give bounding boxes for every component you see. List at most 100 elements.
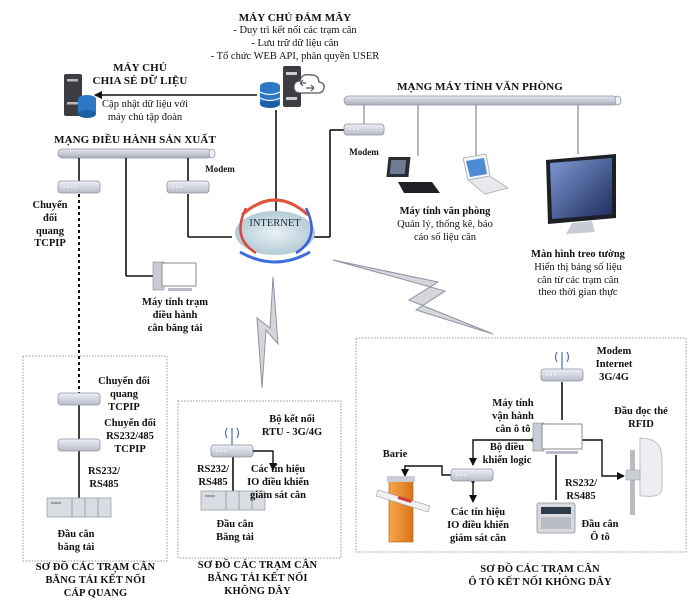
rfid-reader-icon — [625, 437, 663, 515]
office-network-title: MẠNG MÁY TÍNH VĂN PHÒNG — [397, 81, 563, 93]
truck-io-label: Các tín hiệu IO điều khiển giám sát cân — [438, 507, 518, 545]
label-line: RS232/ — [196, 464, 230, 475]
label-line: TCPIP — [114, 443, 146, 455]
label-line: điều hành — [152, 309, 198, 321]
label-line: Băng tải — [216, 531, 254, 543]
truck-pc-label: Máy tính vận hành cân ô tô — [483, 398, 543, 436]
label-line: Hiển thị bảng số liệu — [534, 261, 622, 273]
truck-pc-icon — [532, 422, 583, 454]
label-line: RFID — [628, 418, 654, 430]
station-pc-label: Máy tính trạm điều hành cân băng tải — [130, 297, 220, 335]
label-line: Đầu cân — [57, 529, 95, 540]
data-server-title-line: MÁY CHỦ — [113, 62, 167, 74]
label-line: Bộ điều — [489, 442, 525, 453]
label-line: Máy tính trạm — [142, 297, 208, 308]
label-line: RS485 — [566, 490, 596, 502]
production-converter-device — [57, 180, 101, 194]
wall-display-icon — [546, 154, 616, 234]
caption-line: SƠ ĐỒ CÁC TRẠM CÂN — [197, 560, 318, 571]
production-converter-label: Chuyển đổi quang TCPIP — [30, 200, 70, 251]
label-line: Đầu cân — [581, 519, 619, 530]
fiber-station-caption: SƠ ĐỒ CÁC TRẠM CÂN BĂNG TẢI KẾT NỐI CÁP … — [18, 562, 173, 600]
laptop-icon — [462, 153, 509, 195]
label-line: vận hành — [492, 410, 534, 422]
label-line: Các tín hiệu — [450, 507, 506, 518]
data-server-desc-line: Cập nhật dữ liệu với — [102, 99, 188, 110]
truck-scale-head-icon — [536, 502, 576, 534]
label-line: cân ô tô — [495, 423, 531, 435]
label-line: RTU - 3G/4G — [261, 426, 323, 438]
office-pc-label: Máy tính văn phòng Quản lý, thống kê, bá… — [395, 206, 495, 244]
wireless-conveyor-station-box — [177, 400, 342, 559]
label-line: RS232/ — [87, 466, 121, 477]
label-line: Đầu đọc thẻ — [614, 406, 668, 417]
conveyor-scale-head-icon-2 — [200, 490, 266, 511]
label-line: Chuyển — [32, 200, 68, 211]
truck-station-caption: SƠ ĐỒ CÁC TRẠM CÂN Ô TÔ KẾT NỐI KHÔNG DÂ… — [450, 564, 630, 590]
production-network-bus — [57, 148, 216, 159]
barrier-icon — [375, 476, 431, 543]
fiber-serial-label: RS232/ RS485 — [84, 466, 124, 492]
label-line: IO điều khiển — [447, 519, 509, 531]
label-line: theo thời gian thực — [538, 287, 618, 299]
station-pc-icon — [152, 261, 197, 291]
caption-line: SƠ ĐỒ CÁC TRẠM CÂN — [35, 562, 156, 573]
label-line: Các tín hiệu — [250, 464, 306, 475]
label-line: quang — [109, 388, 139, 400]
label-line: khiển logic — [482, 454, 532, 466]
label-line: Ô tô — [590, 531, 610, 543]
label-line: cân từ các trạm cân — [537, 274, 619, 286]
fiber-scale-head-label: Đầu cân băng tải — [46, 529, 106, 555]
label-line: Chuyển đổi — [104, 418, 156, 429]
caption-line: BĂNG TẢI KẾT NỐI — [45, 574, 146, 586]
label-line: cáo số liệu cân — [413, 231, 477, 243]
label-line: 3G/4G — [599, 371, 629, 383]
label-line: Máy tính — [492, 398, 534, 409]
wireless-link-bolt-1 — [332, 259, 494, 335]
optical-converter-label: Chuyển đổi quang TCPIP — [94, 376, 154, 414]
wireless-conveyor-caption: SƠ ĐỒ CÁC TRẠM CÂN BĂNG TẢI KẾT NỐI KHÔN… — [180, 560, 335, 598]
caption-line: Ô TÔ KẾT NỐI KHÔNG DÂY — [468, 576, 612, 588]
data-server-title: MÁY CHỦ CHIA SẺ DỮ LIỆU — [80, 62, 200, 89]
conveyor-scale-head-label: Đầu cân Băng tải — [205, 519, 265, 545]
wall-display-label: Màn hình treo tường Hiển thị bảng số liệ… — [528, 249, 628, 300]
fiber-station-box — [22, 355, 168, 562]
cloud-server-icon — [259, 66, 325, 108]
label-line: RS485 — [198, 476, 228, 488]
label-line: giám sát cân — [450, 532, 506, 544]
label-line: TCPIP — [108, 401, 140, 413]
label-line: RS485 — [89, 478, 119, 490]
data-server-title-line: CHIA SẺ DỮ LIỆU — [92, 75, 188, 88]
label-line: giám sát cân — [250, 489, 306, 501]
conveyor-serial-label: RS232/ RS485 — [196, 464, 230, 490]
rfid-label: Đầu đọc thẻ RFID — [606, 406, 676, 432]
label-line: Modem — [596, 346, 632, 357]
truck-serial-label: RS232/ RS485 — [559, 478, 603, 504]
data-server-icon — [64, 74, 96, 118]
caption-line: SƠ ĐỒ CÁC TRẠM CÂN — [480, 564, 600, 575]
cloud-server-line: - Tổ chức WEB API, phân quyền USER — [210, 50, 380, 62]
serial-converter-device — [57, 438, 101, 452]
internet-cloud-icon — [235, 198, 315, 264]
truck-scale-head-label: Đầu cân Ô tô — [575, 519, 625, 545]
office-network-bus — [343, 95, 622, 106]
label-line: Chuyển đổi — [98, 376, 150, 387]
data-server-desc-line: máy chủ tập đoàn — [107, 111, 183, 123]
barrier-label: Barie — [382, 449, 408, 460]
label-line: Đầu cân — [216, 519, 254, 530]
cloud-server-title: MÁY CHỦ ĐÁM MÂY — [238, 12, 352, 24]
truck-station-box — [355, 337, 687, 553]
production-network-title: MẠNG ĐIỀU HÀNH SẢN XUẤT — [54, 134, 216, 146]
cloud-server-line: - Lưu trữ dữ liệu cân — [251, 37, 339, 49]
label-line: Quản lý, thống kê, báo — [397, 218, 493, 230]
plc-device — [450, 468, 494, 482]
cloud-server-desc: - Duy trì kết nối các trạm cân - Lưu trữ… — [190, 25, 400, 63]
production-modem-device — [166, 180, 210, 194]
label-line: băng tải — [57, 541, 95, 553]
caption-line: CÁP QUANG — [63, 587, 128, 599]
conveyor-io-label: Các tín hiệu IO điều khiển giám sát cân — [238, 464, 318, 502]
label-line: Internet — [595, 358, 633, 370]
plc-label: Bộ điều khiển logic — [477, 442, 537, 468]
label-line: Bộ kết nối — [269, 414, 315, 425]
